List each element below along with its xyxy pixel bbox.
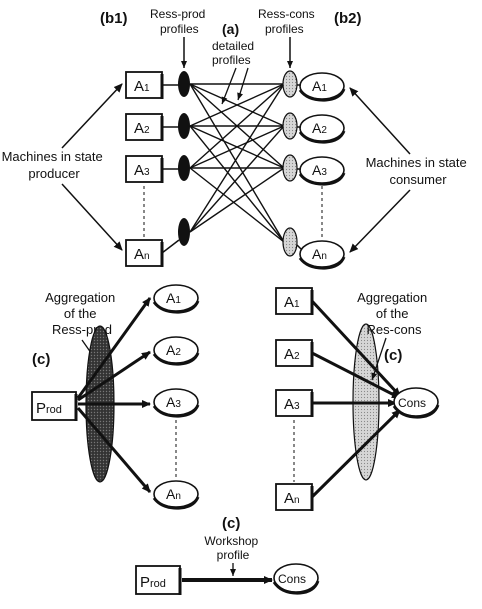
arrow-detailed-1 (221, 67, 237, 105)
label-c-left: (c) (32, 351, 50, 368)
svg-text:An: An (134, 246, 150, 263)
producer-machine-an: An (125, 239, 164, 267)
consumer-machine-a2: A2 (298, 114, 346, 144)
aggregation-ress-prod-label: Aggregation of the Ress-prod (45, 290, 119, 337)
prod-fanout-arrows (76, 297, 152, 493)
prod-target-an: An (152, 480, 200, 510)
prod-box-bottom: Prod (135, 565, 182, 595)
producer-machine-a3: A3 (125, 155, 164, 183)
ress-prod-profile-ellipses (178, 71, 190, 246)
svg-text:A1: A1 (166, 290, 181, 306)
label-a: (a) (222, 21, 239, 37)
label-b2: (b2) (334, 10, 362, 27)
cross-connections (189, 83, 285, 243)
svg-text:A2: A2 (166, 342, 181, 358)
svg-text:A3: A3 (312, 162, 327, 178)
ress-cons-profiles-label: Ress-cons profiles (258, 7, 318, 36)
consumer-machine-a1: A1 (298, 72, 346, 102)
svg-text:A2: A2 (134, 120, 150, 137)
label-c-bottom: (c) (222, 515, 240, 532)
svg-text:A2: A2 (284, 346, 300, 363)
arrow-producer-to-a1 (61, 83, 123, 149)
machines-consumer-label: Machines in state consumer (366, 155, 471, 187)
svg-text:An: An (312, 246, 327, 262)
box-to-prod-profile-links (161, 84, 180, 254)
arrow-producer-to-an (61, 183, 123, 251)
label-c-right: (c) (384, 347, 402, 364)
cons-profile-to-machine-links (296, 84, 303, 251)
cons-source-a1: A1 (275, 287, 314, 315)
cons-target-bottom: Cons (272, 563, 320, 595)
svg-text:A3: A3 (166, 394, 181, 410)
svg-text:An: An (166, 486, 181, 502)
detailed-profiles-label: detailed profiles (212, 39, 257, 67)
svg-text:A1: A1 (284, 294, 300, 311)
machines-producer-label: Machines in state producer (2, 149, 107, 181)
svg-text:An: An (284, 490, 300, 507)
svg-text:A3: A3 (284, 396, 300, 413)
aggregation-res-cons-label: Aggregation of the Res-cons (357, 290, 431, 337)
cons-source-a3: A3 (275, 389, 314, 417)
arrow-consumer-to-a1 (349, 87, 411, 155)
consumer-machine-a3: A3 (298, 156, 346, 186)
svg-text:Cons: Cons (398, 396, 426, 410)
svg-text:A3: A3 (134, 162, 150, 179)
cons-target-middle: Cons (392, 387, 440, 419)
svg-text:A1: A1 (134, 78, 150, 95)
producer-machine-a1: A1 (125, 71, 164, 99)
ress-prod-profiles-label: Ress-prod profiles (150, 7, 209, 36)
arrow-consumer-to-an (349, 189, 411, 253)
svg-text:Prod: Prod (36, 400, 62, 417)
producer-machine-a2: A2 (125, 113, 164, 141)
svg-text:Cons: Cons (278, 572, 306, 586)
workshop-profile-label: Workshop profile (204, 534, 261, 562)
prod-target-a3: A3 (152, 388, 200, 418)
cons-fanin-arrows (310, 299, 402, 499)
svg-text:Prod: Prod (140, 574, 166, 591)
prod-target-a2: A2 (152, 336, 200, 366)
prod-target-a1: A1 (152, 284, 200, 314)
cons-source-an: An (275, 483, 314, 511)
arrow-agg-cons (371, 337, 387, 381)
svg-text:A2: A2 (312, 120, 327, 136)
prod-box-middle: Prod (31, 391, 78, 421)
ress-cons-profile-ellipses (282, 70, 298, 257)
cons-source-a2: A2 (275, 339, 314, 367)
label-b1: (b1) (100, 10, 128, 27)
consumer-machine-an: An (298, 240, 346, 270)
svg-text:A1: A1 (312, 78, 327, 94)
